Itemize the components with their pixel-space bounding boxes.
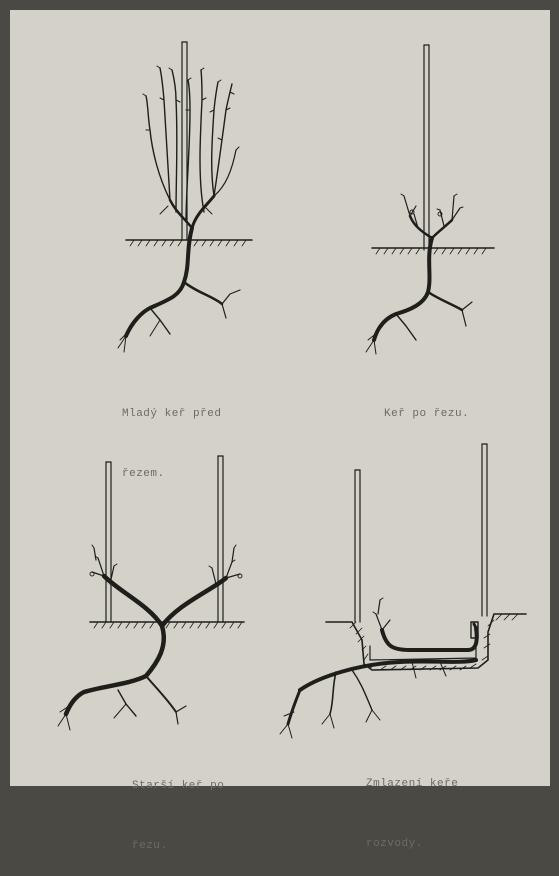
caption-line: řezu.	[132, 836, 224, 856]
caption-line: Mladý keř před	[122, 404, 221, 424]
caption-layering-rejuvenation: Zmlazení keře rozvody.	[366, 734, 458, 874]
caption-bush-after-pruning: Keř po řezu.	[384, 364, 469, 444]
caption-line: rozvody.	[366, 834, 458, 854]
figure-bush-after-pruning	[366, 45, 494, 354]
caption-line: Zmlazení keře	[366, 774, 458, 794]
caption-older-bush-after-pruning: Starší keř po řezu.	[132, 736, 224, 876]
caption-line: Keř po řezu.	[384, 404, 469, 424]
caption-line: řezem.	[122, 464, 221, 484]
caption-young-bush-before-pruning: Mladý keř před řezem.	[122, 364, 221, 504]
figure-layering-rejuvenation	[280, 444, 526, 738]
figure-young-bush-before-pruning	[118, 42, 252, 352]
caption-line: Starší keř po	[132, 776, 224, 796]
illustrations	[0, 0, 559, 796]
